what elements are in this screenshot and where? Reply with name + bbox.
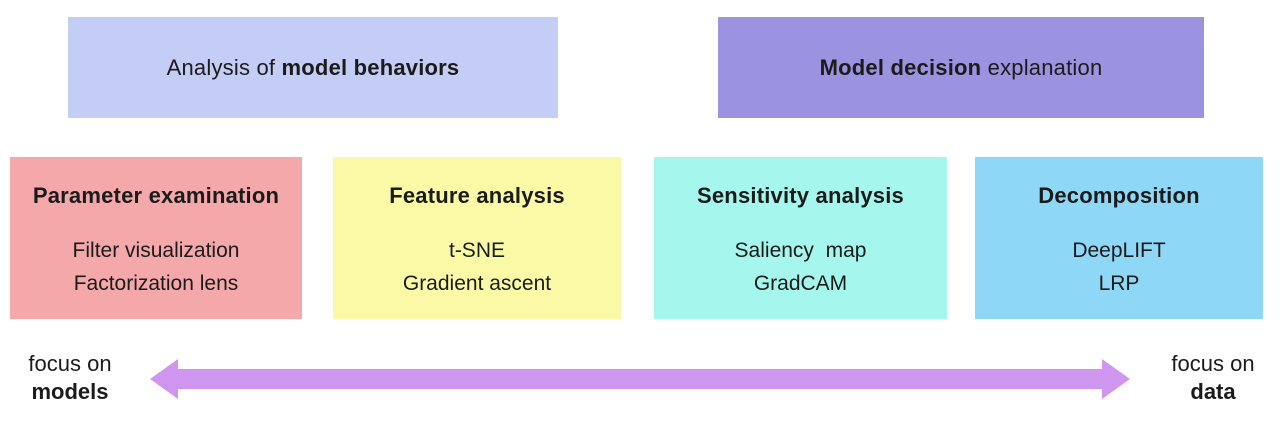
axis-label-line2: data: [1190, 379, 1236, 404]
axis-label-focus-on-data: focus on data: [1148, 350, 1278, 406]
header-text-bold: model behaviors: [281, 54, 460, 80]
category-item: DeepLIFT: [1072, 239, 1166, 262]
category-item-list: Saliency map GradCAM: [654, 234, 947, 300]
category-title: Decomposition: [1038, 183, 1200, 208]
header-text-normal: explanation: [981, 54, 1103, 80]
category-title: Feature analysis: [389, 183, 565, 208]
axis-label-line2: models: [31, 379, 109, 404]
category-item-list: Filter visualization Factorization lens: [10, 234, 302, 300]
header-text: Model decision explanation: [820, 55, 1103, 81]
header-analysis-of-model-behaviors: Analysis of model behaviors: [68, 17, 558, 118]
header-model-decision-explanation: Model decision explanation: [718, 17, 1204, 118]
category-item: LRP: [1098, 272, 1140, 295]
category-item-list: DeepLIFT LRP: [975, 234, 1263, 300]
category-item: Filter visualization: [72, 239, 240, 262]
header-text: Analysis of model behaviors: [167, 55, 460, 81]
category-item: t-SNE: [448, 239, 505, 262]
category-item: Factorization lens: [73, 272, 239, 295]
header-text-bold: Model decision: [819, 54, 982, 80]
header-text-normal: Analysis of: [166, 54, 282, 80]
category-item: Saliency map: [734, 239, 867, 262]
axis-label-line1: focus on: [28, 351, 112, 376]
double-arrow-shape: [150, 359, 1130, 399]
category-box-feature-analysis: Feature analysis t-SNE Gradient ascent: [333, 157, 621, 319]
category-item: GradCAM: [753, 272, 848, 295]
category-title: Sensitivity analysis: [697, 183, 904, 208]
category-item: Gradient ascent: [402, 272, 552, 295]
category-box-sensitivity-analysis: Sensitivity analysis Saliency map GradCA…: [654, 157, 947, 319]
axis-label-line1: focus on: [1171, 351, 1255, 376]
axis-label-focus-on-models: focus on models: [5, 350, 135, 406]
category-item-list: t-SNE Gradient ascent: [333, 234, 621, 300]
category-box-parameter-examination: Parameter examination Filter visualizati…: [10, 157, 302, 319]
double-arrow-icon: [150, 359, 1130, 399]
category-box-decomposition: Decomposition DeepLIFT LRP: [975, 157, 1263, 319]
category-title: Parameter examination: [32, 183, 280, 208]
